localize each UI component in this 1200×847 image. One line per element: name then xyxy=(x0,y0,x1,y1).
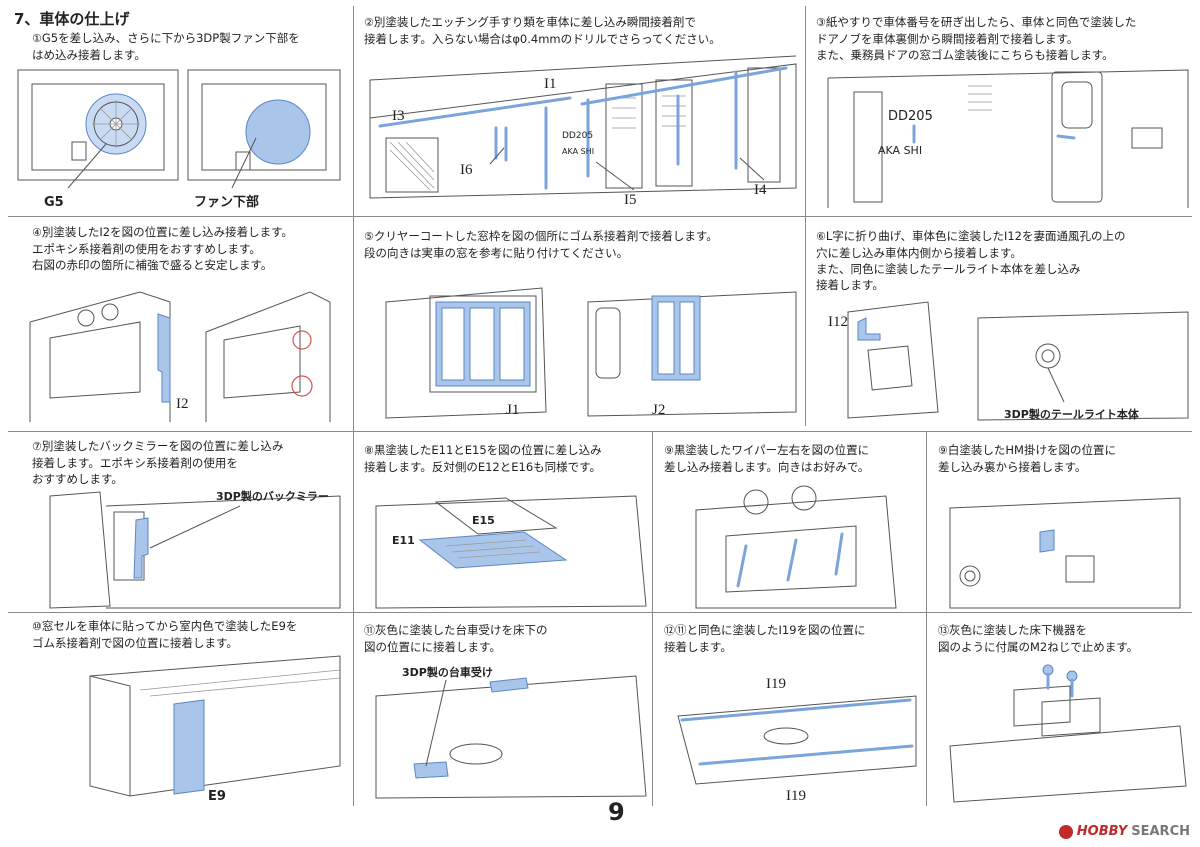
svg-text:AKA SHI: AKA SHI xyxy=(878,144,922,157)
grid-divider xyxy=(8,431,1192,432)
step-1-diagram: G5 ファン下部 xyxy=(17,69,341,210)
label-i12: I12 xyxy=(828,314,848,330)
label-e11: E11 xyxy=(392,534,415,547)
svg-text:AKA SHI: AKA SHI xyxy=(562,147,594,156)
label-i3: I3 xyxy=(392,108,405,124)
label-j1: J1 xyxy=(506,402,519,418)
step-12-text: ⑫⑪と同色に塗装したI19を図の位置に 接着します。 xyxy=(664,623,866,654)
step-5-text: ⑤クリヤーコートした窓枠を図の個所にゴム系接着剤で接着します。 段の向きは実車の… xyxy=(364,229,718,260)
svg-text:DD205: DD205 xyxy=(888,109,933,124)
label-taillight: 3DP製のテールライト本体 xyxy=(1004,407,1140,421)
step-10-text: ⑩窓セルを車体に貼ってから室内色で塗装したE9を ゴム系接着剤で図の位置に接着し… xyxy=(32,619,298,650)
step-11-diagram: 3DP製の台車受け xyxy=(375,665,647,799)
label-j2: J2 xyxy=(652,402,665,418)
label-i4: I4 xyxy=(754,182,767,198)
step-5-diagram: J1 J2 xyxy=(385,287,797,419)
step-10-diagram: E9 xyxy=(89,655,341,804)
label-i2: I2 xyxy=(176,396,189,412)
step-3: ③紙やすりで車体番号を研ぎ出したら、車体と同色で塗装した ドアノブを車体裏側から… xyxy=(808,8,1194,214)
step-11-text: ⑪灰色に塗装した台車受けを床下の 図の位置にに接着します。 xyxy=(364,623,548,654)
grid-divider xyxy=(8,612,1192,613)
step-4-text: ④別塗装したI2を図の位置に差し込み接着します。 エポキシ系接着剤の使用をおすす… xyxy=(32,225,293,272)
step-13-text: ⑬灰色に塗装した床下機器を 図のように付属のM2ねじで止めます。 xyxy=(938,623,1139,654)
step-9b-text: ⑨白塗装したHM掛けを図の位置に 差し込み裏から接着します。 xyxy=(938,443,1116,474)
grid-divider xyxy=(926,432,927,806)
svg-text:DD205: DD205 xyxy=(562,131,593,141)
step-10: ⑩窓セルを車体に貼ってから室内色で塗装したE9を ゴム系接着剤で図の位置に接着し… xyxy=(10,616,350,806)
page-number: 9 xyxy=(608,798,625,826)
section-title: 7、車体の仕上げ xyxy=(14,10,130,28)
step-7: ⑦別塗装したバックミラーを図の位置に差し込み 接着します。エポキシ系接着剤の使用… xyxy=(10,436,350,610)
label-g5: G5 xyxy=(44,195,64,210)
step-8-text: ⑧黒塗装したE11とE15を図の位置に差し込み 接着します。反対側のE12とE1… xyxy=(364,443,602,474)
label-mirror: 3DP製のバックミラー xyxy=(216,489,329,503)
label-e9: E9 xyxy=(208,789,226,804)
step-9: ⑨黒塗装したワイパー左右を図の位置に 差し込み接着します。向きはお好みで。 xyxy=(656,436,924,610)
step-6-diagram: I12 3DP製のテールライト本体 xyxy=(828,301,1189,421)
watermark: HOBBY SEARCH xyxy=(1058,824,1190,839)
step-9b: ⑨白塗装したHM掛けを図の位置に 差し込み裏から接着します。 xyxy=(930,436,1194,610)
label-truck-mount: 3DP製の台車受け xyxy=(402,665,493,679)
step-12: ⑫⑪と同色に塗装したI19を図の位置に 接着します。 I19 I19 xyxy=(656,616,924,806)
step-6-text: ⑥L字に折り曲げ、車体色に塗装したI12を妻面通風孔の上の 穴に差し込み車体内側… xyxy=(816,229,1126,292)
watermark-logo-icon xyxy=(1058,824,1073,839)
step-9-diagram xyxy=(695,485,897,609)
step-8: ⑧黒塗装したE11とE15を図の位置に差し込み 接着します。反対側のE12とE1… xyxy=(356,436,650,610)
step-13-diagram xyxy=(949,664,1187,803)
step-1: ①G5を差し込み、さらに下から3DP製ファン下部を はめ込み接着します。 G5 … xyxy=(10,28,350,214)
label-i19-top: I19 xyxy=(766,676,786,692)
step-3-diagram: DD205 AKA SHI xyxy=(827,69,1189,208)
label-fan-lower: ファン下部 xyxy=(194,194,259,210)
step-13: ⑬灰色に塗装した床下機器を 図のように付属のM2ねじで止めます。 xyxy=(930,616,1194,806)
label-i5: I5 xyxy=(624,192,637,208)
label-i19-bottom: I19 xyxy=(786,788,806,804)
step-3-text: ③紙やすりで車体番号を研ぎ出したら、車体と同色で塗装した ドアノブを車体裏側から… xyxy=(816,15,1137,62)
label-i1: I1 xyxy=(544,76,557,92)
step-7-text: ⑦別塗装したバックミラーを図の位置に差し込み 接着します。エポキシ系接着剤の使用… xyxy=(32,439,284,486)
step-9b-diagram xyxy=(949,497,1181,609)
step-1-text: ①G5を差し込み、さらに下から3DP製ファン下部を はめ込み接着します。 xyxy=(32,31,300,62)
step-11: ⑪灰色に塗装した台車受けを床下の 図の位置にに接着します。 3DP製の台車受け xyxy=(356,616,650,806)
step-2-text: ②別塗装したエッチング手すり類を車体に差し込み瞬間接着剤で 接着します。入らない… xyxy=(364,15,721,46)
grid-divider xyxy=(353,6,354,806)
step-2: ②別塗装したエッチング手すり類を車体に差し込み瞬間接着剤で 接着します。入らない… xyxy=(356,8,802,214)
step-8-diagram: E15 E11 xyxy=(375,495,647,609)
step-12-diagram: I19 I19 xyxy=(677,676,917,804)
grid-divider xyxy=(652,432,653,806)
step-5: ⑤クリヤーコートした窓枠を図の個所にゴム系接着剤で接着します。 段の向きは実車の… xyxy=(356,222,802,428)
label-i6: I6 xyxy=(460,162,473,178)
grid-divider xyxy=(8,216,1192,217)
step-4: ④別塗装したI2を図の位置に差し込み接着します。 エポキシ系接着剤の使用をおすす… xyxy=(10,222,350,428)
step-9-text: ⑨黒塗装したワイパー左右を図の位置に 差し込み接着します。向きはお好みで。 xyxy=(664,443,870,474)
step-4-diagram: I2 xyxy=(29,291,331,422)
label-e15: E15 xyxy=(472,514,495,527)
step-6: ⑥L字に折り曲げ、車体色に塗装したI12を妻面通風孔の上の 穴に差し込み車体内側… xyxy=(808,222,1194,428)
step-2-diagram: DD205 AKA SHI I1 I3 I6 I5 I4 xyxy=(369,55,797,208)
step-7-diagram: 3DP製のバックミラー xyxy=(49,489,341,609)
